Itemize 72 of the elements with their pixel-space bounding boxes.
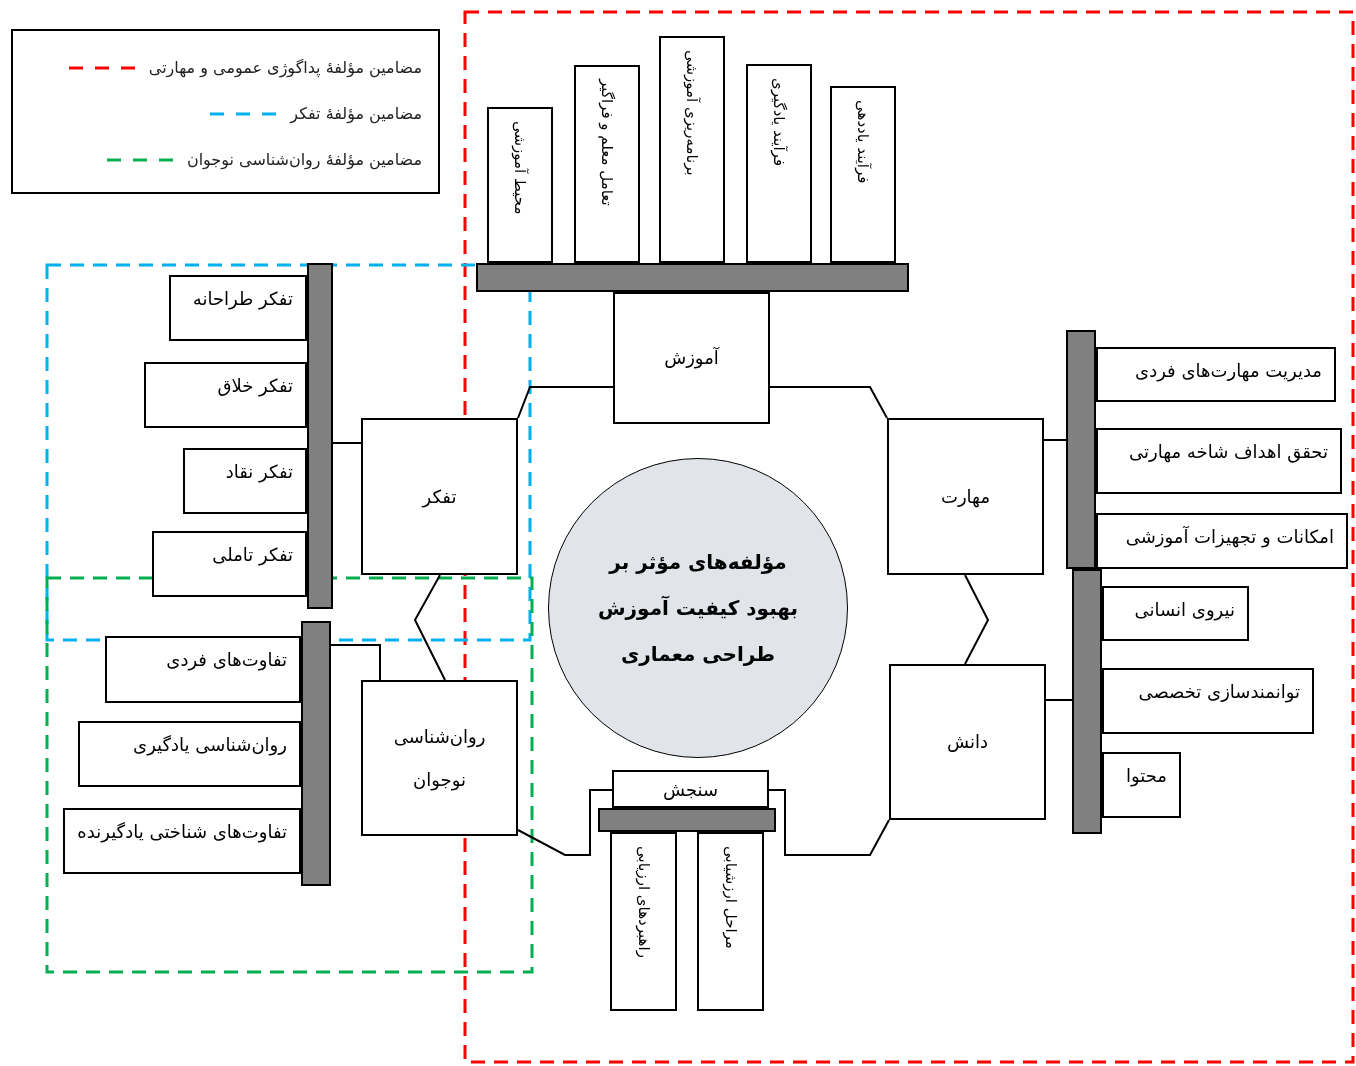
node-label: برنامه‌ریزی آموزشی — [682, 50, 702, 176]
subtheme-box — [169, 275, 307, 341]
node-label: دانش — [947, 730, 988, 755]
node-label: فرآیند یادگیری — [769, 78, 789, 167]
connector-bar — [1066, 330, 1096, 569]
connector-line — [330, 644, 381, 681]
node-label: تحقق اهداف شاخه مهارتی — [1129, 440, 1328, 465]
node-label: تفاوت‌های فردی — [166, 648, 287, 673]
legend-text: مضامین مؤلفهٔ تفکر — [290, 103, 422, 126]
node-label: نیروی انسانی — [1134, 598, 1235, 623]
subtheme-box — [610, 832, 677, 1011]
node-label: تفکر تاملی — [212, 543, 293, 568]
category-box — [887, 418, 1044, 575]
subtheme-box — [1102, 668, 1314, 734]
node-label: راهبردهای ارزیابی — [634, 846, 653, 958]
connector-line — [413, 574, 446, 681]
node-label: تفکر — [422, 484, 457, 510]
node-label: مراحل ارزشیابی — [721, 846, 740, 949]
subtheme-box — [63, 808, 301, 874]
node-label: مدیریت مهارت‌های فردی — [1135, 359, 1322, 384]
connector-line — [964, 574, 990, 665]
subtheme-box — [1096, 513, 1348, 569]
node-label: روان‌شناسی یادگیری — [133, 733, 287, 758]
connector-line — [332, 442, 362, 444]
subtheme-box — [574, 65, 640, 263]
connector-line — [1045, 699, 1073, 701]
legend-text: مضامین مؤلفهٔ پداگوژی عمومی و مهارتی — [148, 57, 422, 80]
connector-bar — [307, 263, 333, 609]
category-box — [613, 292, 770, 424]
subtheme-box — [830, 86, 896, 263]
subtheme-box — [144, 362, 307, 428]
connector-line — [768, 789, 890, 856]
category-box — [612, 770, 769, 808]
node-label: آموزش — [664, 346, 719, 371]
node-label: امکانات و تجهیزات آموزشی — [1125, 525, 1334, 550]
connector-line — [1043, 439, 1067, 441]
subtheme-box — [1096, 428, 1342, 494]
connector-line — [769, 386, 888, 419]
connector-bar — [1072, 569, 1102, 834]
node-label: تفکر خلاق — [217, 374, 293, 399]
subtheme-box — [487, 107, 553, 263]
subtheme-box — [697, 832, 764, 1011]
subtheme-box — [183, 448, 307, 514]
legend-text: مضامین مؤلفهٔ روان‌شناسی نوجوان — [186, 149, 422, 172]
subtheme-box — [78, 721, 301, 787]
node-label: تفکر طراحانه — [192, 287, 293, 312]
subtheme-box — [659, 36, 725, 263]
node-label: سنجش — [662, 777, 719, 802]
node-label: تفکر نقاد — [225, 460, 293, 485]
node-label: روان‌شناسی نوجوان — [393, 724, 486, 793]
node-label: محیط آموزشی — [510, 121, 530, 215]
subtheme-box — [105, 636, 301, 703]
node-label: فرآیند یاددهی — [853, 100, 873, 184]
subtheme-box — [1102, 752, 1181, 818]
node-label: تفاوت‌های شناختی یادگیرنده — [77, 820, 287, 845]
connector-line — [517, 386, 614, 419]
connector-bar — [598, 808, 776, 832]
node-label: تعامل معلم و فراگیر — [597, 79, 617, 206]
node-label: توانمندسازی تخصصی — [1138, 680, 1300, 705]
category-box — [361, 680, 518, 836]
node-label: مؤلفه‌های مؤثر بر بهبود کیفیت آموزش طراحی معماری — [597, 549, 799, 668]
subtheme-box — [1096, 347, 1336, 402]
connector-line — [517, 789, 613, 856]
category-box — [361, 418, 518, 575]
subtheme-box — [746, 64, 812, 263]
subtheme-box — [1102, 586, 1249, 641]
connector-bar — [301, 621, 331, 886]
subtheme-box — [152, 531, 307, 597]
node-label: مهارت — [940, 484, 991, 510]
category-box — [889, 664, 1046, 820]
node-label: محتوا — [1126, 764, 1167, 789]
connector-bar — [476, 263, 909, 292]
